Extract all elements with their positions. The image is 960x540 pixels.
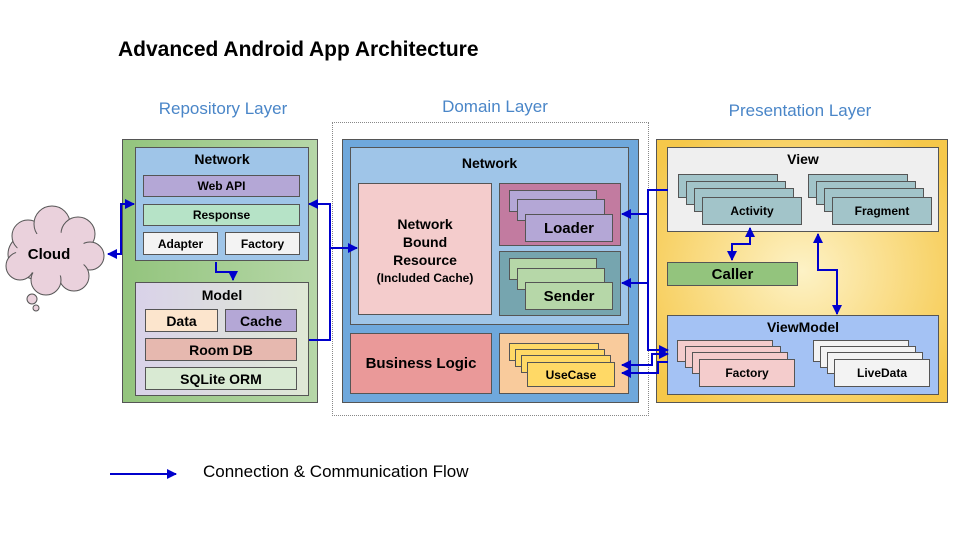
resource-line-1: Network [397, 216, 453, 232]
usecase-viewmodel-connector-2 [621, 361, 668, 378]
presentation-layer-label: Presentation Layer [728, 101, 872, 120]
data-box: Data [145, 309, 218, 332]
activity-sender-connector [621, 214, 649, 288]
resource-line-2: Bound [402, 234, 448, 250]
view-viewmodel-connector [813, 233, 842, 315]
view-title: View [787, 151, 819, 167]
repository-layer-label: Repository Layer [158, 99, 288, 118]
domain-layer-label: Domain Layer [442, 97, 548, 116]
cache-box: Cache [225, 309, 297, 332]
page-title: Advanced Android App Architecture [118, 38, 479, 61]
activity-box: Activity [702, 197, 802, 225]
legend-label: Connection & Communication Flow [203, 462, 469, 481]
adapter-box: Adapter [143, 232, 218, 255]
room-db-box: Room DB [145, 338, 297, 361]
loader-box: Loader [525, 214, 613, 242]
network-model-connector [215, 262, 238, 281]
domain-network-title: Network [461, 155, 518, 171]
web-api-box: Web API [143, 175, 300, 197]
fragment-box: Fragment [832, 197, 932, 225]
activity-loader-connector [621, 189, 668, 219]
cloud-label: Cloud [27, 245, 71, 263]
model-title: Model [201, 287, 243, 303]
sender-box: Sender [525, 282, 613, 310]
resource-line-3: Resource [393, 252, 457, 268]
repo-factory-box: Factory [225, 232, 300, 255]
caller-box: Caller [667, 262, 798, 286]
domain-viewmodel-connector [647, 283, 669, 355]
network-bound-resource-label: Network Bound Resource (Included Cache) [358, 215, 492, 287]
cloud-icon [5, 205, 105, 312]
repo-domain-connector [308, 199, 358, 253]
vm-factory-box: Factory [699, 359, 795, 387]
sqlite-orm-box: SQLite ORM [145, 367, 297, 390]
repo-network-title: Network [194, 151, 250, 167]
business-logic-box: Business Logic [350, 333, 492, 394]
model-domain-connector [309, 248, 331, 341]
usecase-viewmodel-connector [621, 349, 669, 370]
network-bound-resource-box [358, 183, 492, 315]
resource-note: (Included Cache) [376, 271, 474, 285]
response-box: Response [143, 204, 300, 226]
cloud-network-connector [107, 199, 135, 259]
activity-caller-connector [727, 227, 755, 261]
livedata-box: LiveData [834, 359, 930, 387]
viewmodel-title: ViewModel [766, 319, 840, 335]
usecase-box: UseCase [527, 362, 615, 387]
